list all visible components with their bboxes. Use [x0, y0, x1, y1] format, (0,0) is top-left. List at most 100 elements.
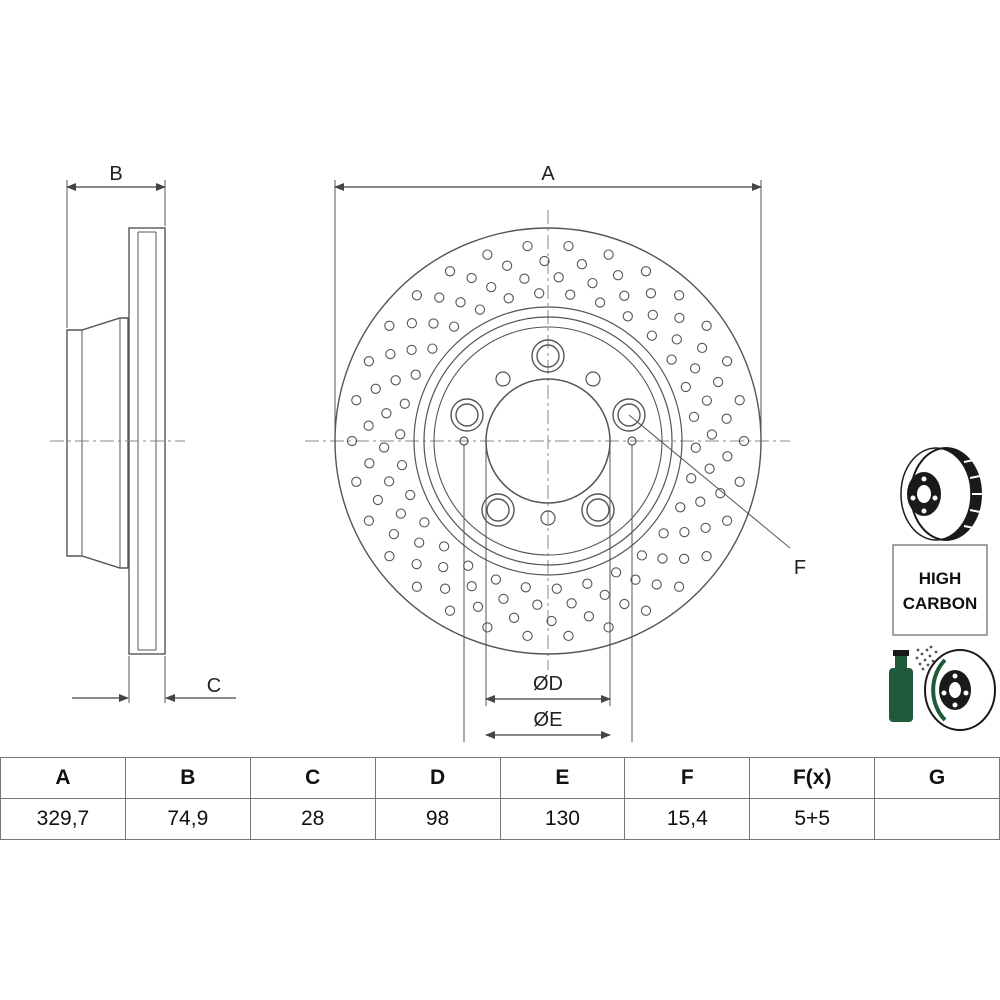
drill-hole: [383, 476, 395, 487]
drill-hole: [563, 630, 574, 642]
drill-hole: [501, 260, 513, 271]
value-cell: 329,7: [0, 798, 126, 840]
drilled-vented-disc-icon: [900, 447, 982, 541]
small-holes: [459, 371, 637, 526]
drill-hole: [734, 476, 745, 487]
drill-hole: [675, 502, 686, 513]
front-view: [305, 180, 791, 742]
drill-hole: [734, 395, 745, 406]
drill-hole: [587, 277, 598, 289]
header-cell: G: [874, 757, 1000, 799]
drill-hole: [466, 272, 477, 284]
drill-hole: [738, 435, 750, 447]
drill-hole: [351, 395, 362, 406]
drill-hole: [671, 334, 682, 345]
drill-hole: [363, 420, 374, 431]
drill-hole: [396, 459, 408, 471]
drill-hole: [647, 309, 658, 321]
header-cell: F: [624, 757, 751, 799]
drill-hole: [583, 611, 595, 622]
drill-hole: [448, 321, 460, 332]
drill-hole: [701, 395, 713, 406]
drill-hole: [490, 574, 502, 585]
drill-hole: [673, 581, 685, 592]
label-a: A: [541, 163, 555, 185]
drill-hole: [395, 429, 406, 440]
drill-hole: [482, 249, 493, 260]
bolt-hole: [481, 493, 515, 527]
drill-hole: [651, 579, 662, 590]
drill-hole: [519, 273, 530, 284]
drill-hole: [640, 266, 652, 277]
drill-hole: [722, 451, 733, 462]
friction-inner-edge: [413, 306, 683, 576]
drill-hole: [630, 574, 641, 585]
drill-hole: [455, 297, 466, 308]
drill-hole: [346, 435, 358, 447]
value-cell: 130: [499, 798, 626, 840]
drill-hole: [721, 515, 733, 526]
drill-hole: [414, 537, 425, 548]
value-cell: 74,9: [124, 798, 251, 840]
drill-hole: [411, 581, 423, 592]
drill-hole: [696, 342, 708, 354]
drill-hole: [508, 612, 520, 623]
drill-hole: [522, 630, 533, 642]
header-cell: F(x): [749, 757, 876, 799]
drill-hole: [721, 413, 732, 424]
drill-hole: [503, 293, 514, 304]
value-cell: 5+5: [749, 798, 876, 840]
drill-hole: [565, 289, 576, 300]
bolt-holes: [450, 339, 646, 527]
hat-step: [433, 326, 663, 556]
badge-line-1: HIGH: [919, 569, 962, 588]
drill-hole: [351, 476, 362, 487]
drill-hole: [482, 622, 493, 633]
drill-hole: [680, 381, 691, 393]
hat-profile: [66, 317, 129, 569]
hat-outer-edge: [423, 316, 673, 566]
drill-hole: [690, 442, 701, 453]
drill-hole: [472, 601, 484, 612]
drill-hole: [522, 240, 533, 252]
drill-hole: [686, 473, 697, 484]
drill-hole: [384, 551, 395, 562]
drill-hole: [658, 528, 669, 539]
drill-hole: [411, 290, 423, 301]
drill-hole: [372, 494, 384, 506]
drill-hole: [619, 290, 630, 301]
header-cell: C: [249, 757, 376, 799]
value-cell: [874, 798, 1000, 840]
drill-hole: [370, 383, 381, 394]
drill-hole: [599, 589, 610, 601]
drill-hole: [388, 528, 400, 540]
drill-hole: [706, 429, 718, 440]
coated-disc-icon: [889, 645, 996, 731]
header-cell: A: [0, 757, 126, 799]
drill-hole: [534, 288, 545, 299]
drill-hole: [603, 249, 614, 260]
drill-hole: [721, 356, 733, 367]
spec-header-row: A B C D E F F(x) G: [0, 757, 1000, 799]
drill-hole: [576, 259, 588, 270]
drill-hole: [463, 560, 474, 571]
drill-hole: [434, 292, 445, 303]
drill-hole: [582, 578, 593, 589]
drill-hole: [701, 320, 712, 331]
bolt-hole: [450, 398, 484, 432]
drill-hole: [378, 442, 390, 453]
drill-hole: [622, 311, 633, 322]
label-d: ØD: [533, 673, 563, 695]
header-cell: E: [499, 757, 626, 799]
drill-hole: [438, 561, 449, 573]
drill-hole: [594, 297, 606, 308]
drill-hole: [715, 488, 726, 499]
drill-hole: [679, 526, 690, 538]
drill-hole: [390, 375, 401, 386]
drill-hole: [406, 318, 418, 329]
bolt-hole: [531, 339, 565, 373]
drill-hole: [688, 411, 700, 423]
drill-hole: [689, 363, 701, 374]
drill-hole: [520, 582, 531, 593]
